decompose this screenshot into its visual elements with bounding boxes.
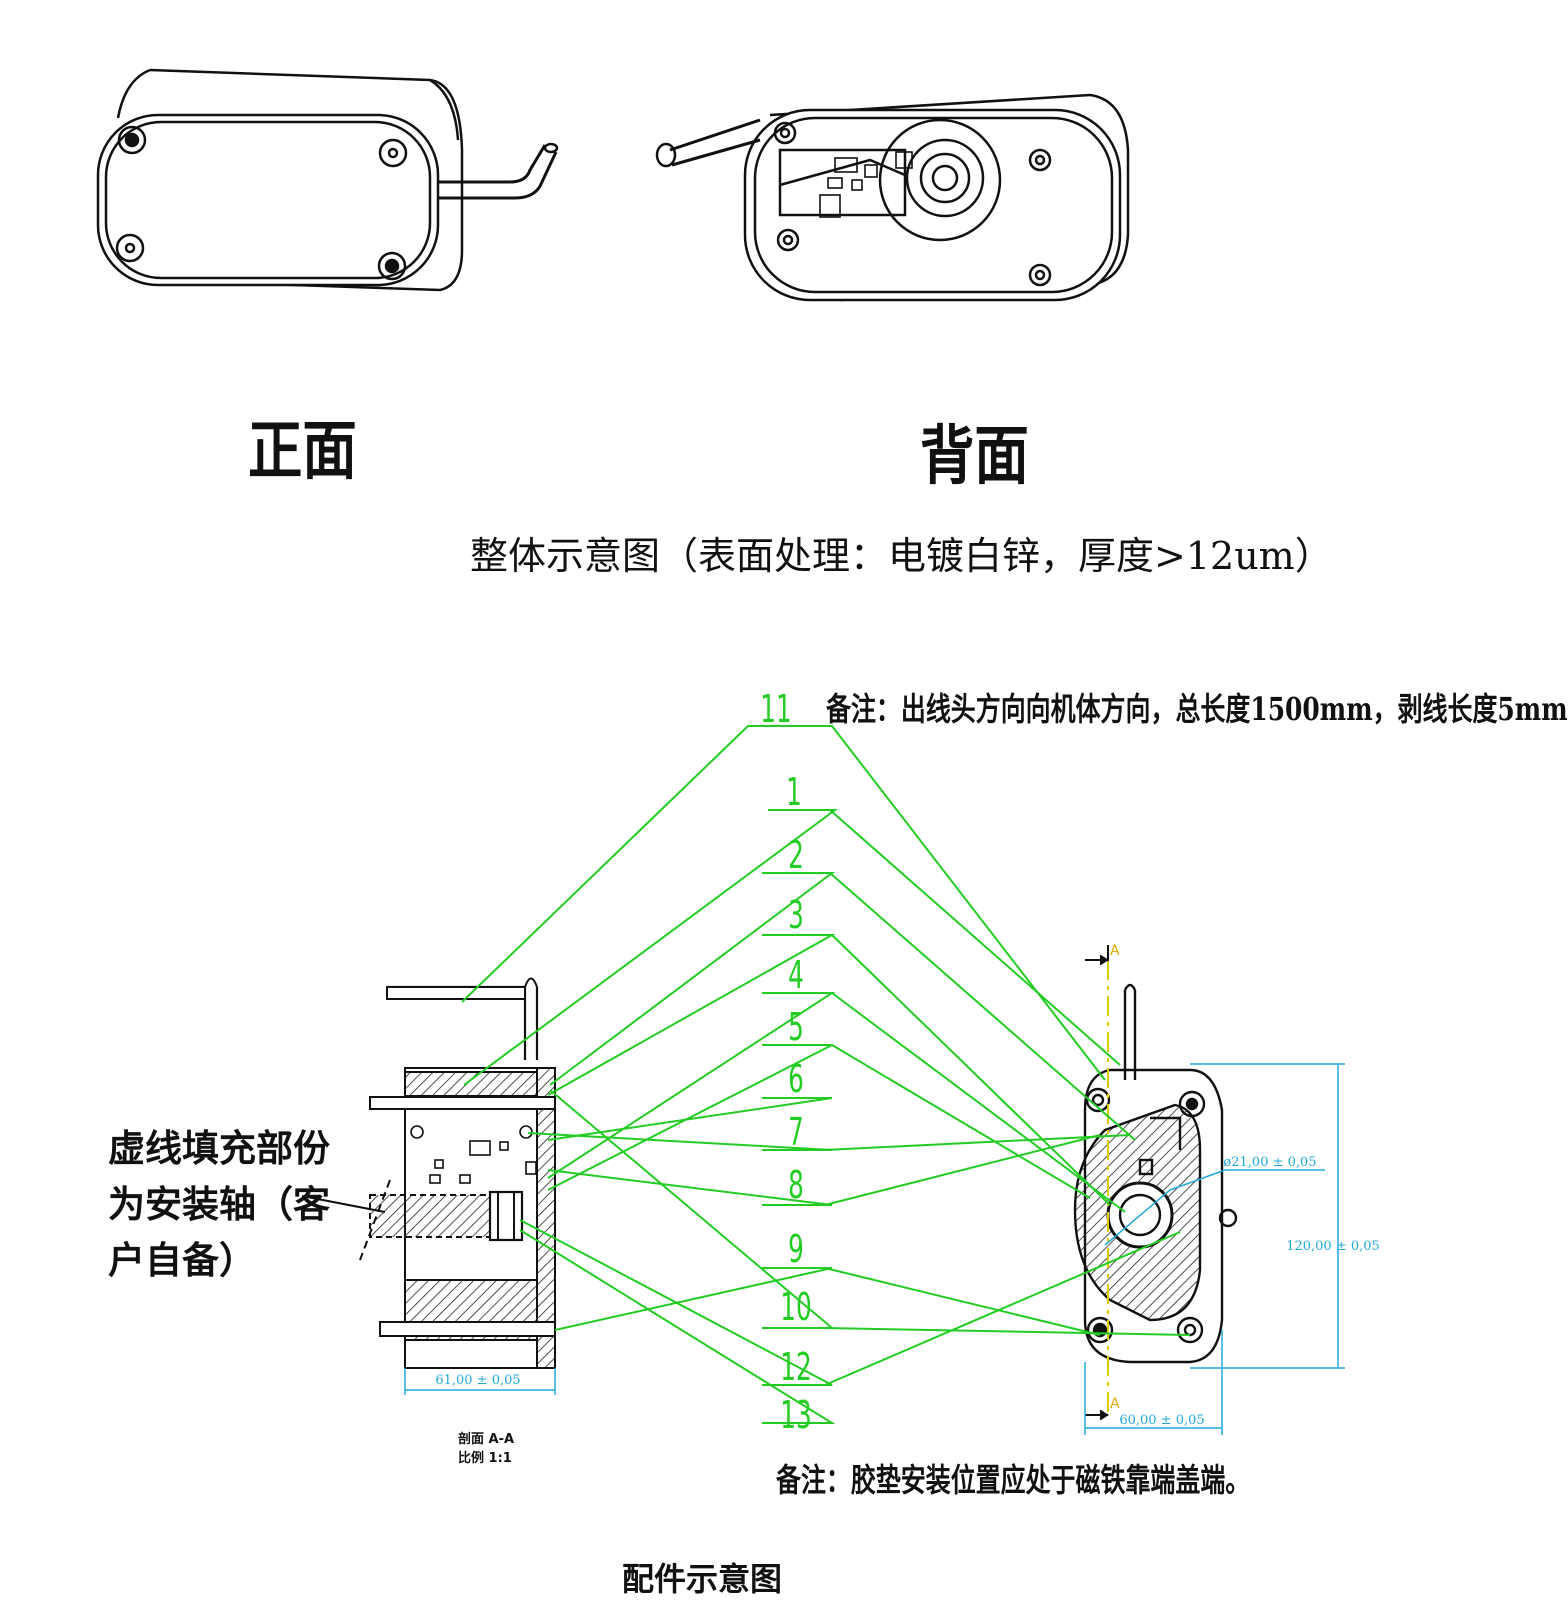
callout-6: 6 (788, 1056, 804, 1101)
back-view-drawing (655, 93, 1130, 302)
dim-bore-diameter: ø21,00 ± 0,05 (1223, 1155, 1316, 1170)
dim-end-width: 60,00 ± 0,05 (1119, 1413, 1204, 1428)
callout-7: 7 (788, 1109, 804, 1154)
callout-11: 11 (760, 686, 791, 731)
callout-10: 10 (780, 1284, 811, 1329)
dim-end-height: 120,00 ± 0,05 (1286, 1239, 1380, 1254)
overall-caption: 整体示意图（表面处理：电镀白锌，厚度>12um） (470, 534, 1333, 578)
callout-3: 3 (788, 892, 804, 937)
callout-4: 4 (788, 952, 804, 997)
top-note: 备注：出线头方向向机体方向，总长度1500mm，剥线长度5mm (826, 690, 1568, 728)
section-marker-top: A (1110, 943, 1120, 959)
section-title: 剖面 A-A 比例 1:1 (458, 1430, 514, 1468)
section-marker-bottom: A (1110, 1396, 1120, 1412)
back-pcb-icon (819, 151, 913, 218)
callout-numbers: 11 1 2 3 4 5 6 7 8 9 10 12 13 (760, 686, 811, 1437)
drawing-canvas: 11 1 2 3 4 5 6 7 8 9 10 12 13 61,00 ± 0,… (96, 68, 1380, 1437)
side-note: 虚线填充部份为安装轴（客户自备） (108, 1126, 330, 1282)
front-view-drawing (96, 68, 559, 292)
back-screw-icons (773, 121, 1052, 287)
leader-lines (461, 725, 1191, 1424)
callout-12: 12 (780, 1344, 811, 1389)
front-screw-icons (115, 125, 408, 281)
back-view-label: 背面 (920, 419, 1029, 494)
front-view-label: 正面 (248, 414, 357, 489)
section-pcb-icon (410, 1125, 537, 1184)
section-view-drawing (359, 977, 556, 1395)
footer-caption: 配件示意图 (622, 1560, 783, 1598)
callout-2: 2 (788, 832, 804, 877)
callout-1: 1 (786, 769, 802, 814)
callout-9: 9 (788, 1226, 804, 1271)
dim-section-width: 61,00 ± 0,05 (435, 1373, 520, 1388)
callout-13: 13 (780, 1392, 811, 1437)
section-scale-text: 比例 1:1 (458, 1451, 512, 1466)
bottom-note: 备注：胶垫安装位置应处于磁铁靠端盖端。 (776, 1461, 1251, 1499)
end-screw-icons (1085, 1087, 1238, 1344)
end-view-drawing (1073, 945, 1345, 1435)
side-note-pointer (301, 1195, 386, 1213)
section-title-text: 剖面 A-A (458, 1432, 515, 1447)
callout-5: 5 (788, 1004, 804, 1049)
callout-8: 8 (788, 1162, 804, 1207)
